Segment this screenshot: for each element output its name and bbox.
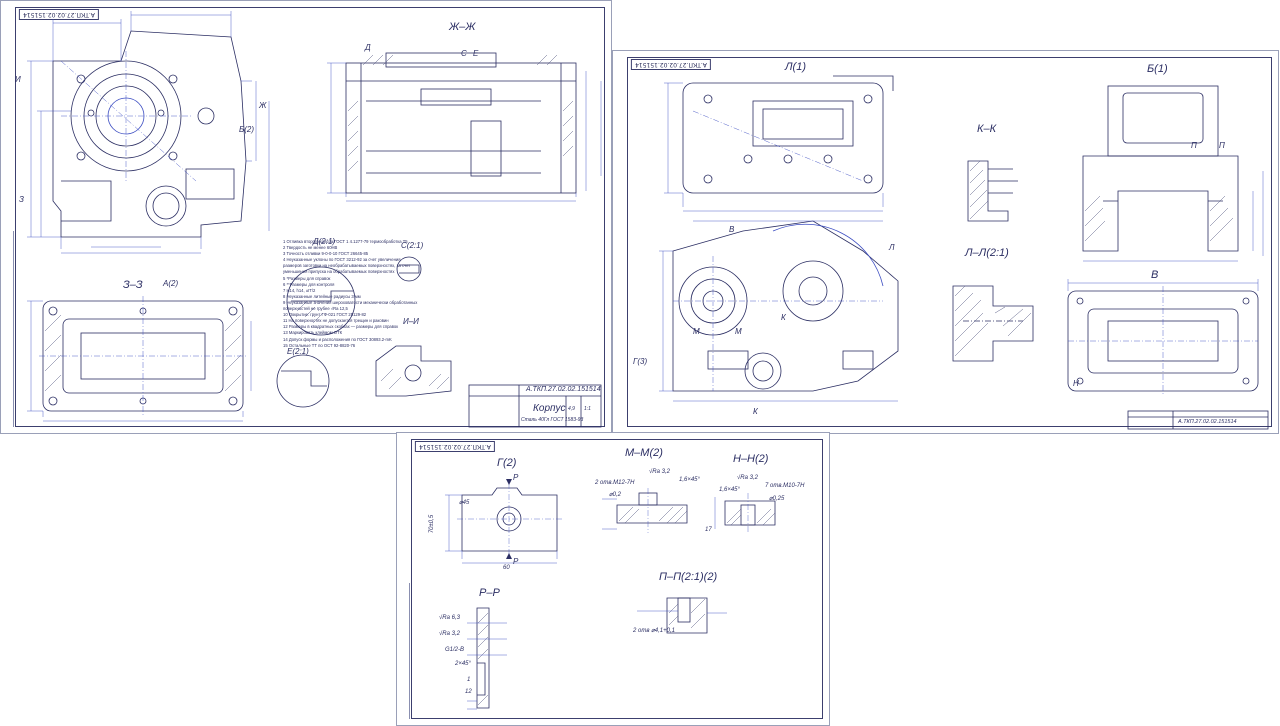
dim-pp-1: 1 (467, 677, 471, 683)
dim-pp-roughness-2: √Ra 3,2 (439, 631, 460, 637)
title-block-scale: 1:1 (584, 406, 591, 412)
sheet-2-geometry (659, 75, 1269, 430)
section-mark-m1: М (693, 327, 700, 336)
view-label-g3: Г(3) (633, 357, 648, 366)
dim-mm-chamfer: 1,6×45° (679, 477, 700, 483)
view-label-d: Д(2:1) (313, 237, 336, 246)
technical-note-line: 8 Неуказанные литейные радиусы 3 мм (283, 293, 361, 299)
dim-nn-holes: 7 отв.М10-7Н (765, 483, 805, 489)
sheet-2-frame (627, 57, 1272, 427)
section-mark-i: И (15, 75, 21, 84)
view-label-b-ref: Б(2) (239, 125, 254, 134)
dim-g2-width: 60 (503, 565, 510, 571)
technical-note-line: 6 **Размеры для контроля (283, 281, 335, 287)
section-mark-r2: Р (513, 557, 519, 566)
technical-note-line: 4 Неуказанные уклоны по ГОСТ 3212-92 за … (283, 257, 401, 263)
sheet-1-side-strip (3, 231, 14, 427)
sheet-1-geometry (27, 11, 602, 428)
section-mark-v: В (729, 225, 735, 234)
technical-note-line: 10 Покрытие: грунт ГФ-021 ГОСТ 25129-82 (283, 312, 367, 318)
view-label-mm: М–М(2) (625, 447, 663, 459)
view-label-l1: Л(1) (785, 61, 806, 73)
dim-g2-height: 70±0,5 (429, 514, 436, 534)
dim-pp-thread: G1/2-B (445, 647, 465, 653)
dim-mm-holes: 2 отв.М12-7Н (595, 480, 635, 486)
dim-nn-17: 17 (705, 527, 712, 533)
title-block-material: Сталь 40Гл ГОСТ 1583-93 (521, 417, 584, 423)
sheet-3-side-strip (399, 583, 410, 719)
section-mark-l: Л (889, 243, 895, 252)
view-label-z: З–З (123, 279, 143, 291)
dim-mm-tolerance: ⌀0,2 (609, 492, 621, 498)
section-mark-m2: М (735, 327, 742, 336)
dim-nn-chamfer: 1,6×45° (719, 487, 740, 493)
view-label-nn: Н–Н(2) (733, 453, 769, 465)
technical-note-line: 11 На поверхностях не допускается трещин… (283, 318, 389, 324)
section-mark-n: Н (1073, 379, 1079, 388)
technical-note-line: 1 Отливка второго класса ГОСТ 1 4.1277-7… (283, 239, 408, 244)
technical-note-line: 2 Твердость не менее 60НВ (283, 245, 338, 251)
section-mark-z: З (19, 195, 24, 204)
title-block-part-name: Корпус (533, 403, 566, 414)
section-mark-s: С (461, 49, 467, 58)
section-mark-p2: П (1219, 141, 1225, 150)
view-label-pp: Р–Р (479, 587, 500, 599)
view-label-b1: Б(1) (1147, 63, 1168, 75)
technical-note-line: 15 Остальные ТТ по ОСТ 92-8820-76 (283, 342, 356, 348)
technical-note-line: 3 Точность отливки 9-0-0-10 ГОСТ 26645-8… (283, 251, 369, 257)
technical-note-line: 9 Неуказанные значения шероховатости мех… (283, 299, 418, 305)
section-mark-d: Д (365, 43, 371, 52)
dim-nn-tolerance: ⌀0,25 (769, 496, 785, 502)
dim-pp-chamfer: 2×45° (455, 661, 471, 667)
technical-note-line: 7 Н14, h14, ±IT/2 (283, 287, 316, 293)
sheet-2-title-code: А.ТКП.27.02.02.151514 (1178, 419, 1237, 425)
view-label-pp2: П–П(2:1)(2) (659, 571, 718, 583)
view-label-zh: Ж–Ж (449, 21, 476, 33)
sheet-3-frame (411, 439, 823, 719)
view-label-g2: Г(2) (497, 457, 517, 469)
technical-note-line: 12 Размеры в квадратных скобках — размер… (283, 324, 399, 330)
section-mark-r1: Р (513, 473, 519, 482)
dim-pp-roughness-1: √Ra 6,3 (439, 615, 460, 621)
section-mark-k1: К (781, 313, 786, 322)
sheet-3: А.ТКП.27.02.02.151514 (396, 432, 830, 726)
sheet-1: А.ТКП.27.02.02.151514 (0, 0, 612, 434)
section-mark-p1: П (1191, 141, 1197, 150)
dim-g2-diameter: ⌀45 (459, 500, 470, 506)
technical-note-line: 5 *Размеры для справок (283, 275, 331, 281)
technical-note-line: 14 Допуск формы и расположения по ГОСТ 3… (283, 336, 392, 342)
title-block-mass: 4,9 (568, 406, 575, 412)
sheet-3-geometry (445, 479, 776, 710)
view-label-e: Е(2:1) (287, 347, 309, 356)
dim-mm-roughness: √Ra 3,2 (649, 469, 670, 475)
technical-notes: 1 Отливка второго класса ГОСТ 1 4.1277-7… (283, 239, 443, 349)
technical-note-line: поверхностей не грубее √Ra 12,5 (283, 306, 348, 312)
section-mark-k2: К (753, 407, 758, 416)
technical-note-line: уменьшения припуска на обрабатываемых по… (283, 269, 395, 275)
dim-nn-roughness: √Ra 3,2 (737, 475, 758, 481)
title-block-code: А.ТКП.27.02.02.151514 (526, 386, 601, 393)
view-label-v: В (1151, 269, 1159, 281)
technical-note-line: размеров заготовки на необрабатываемых п… (283, 263, 411, 269)
view-label-ll: Л–Л(2:1) (965, 247, 1009, 259)
view-label-s: С(2:1) (401, 241, 424, 250)
view-label-ii: И–И (403, 317, 419, 326)
section-mark-e: Е (473, 49, 479, 58)
view-label-kk: К–К (977, 123, 997, 135)
sheet-1-frame (15, 7, 605, 427)
dim-pp-12: 12 (465, 689, 472, 695)
technical-note-line: 13 Маркировать клеймом ОТК (283, 330, 343, 336)
section-mark-zh: Ж (259, 101, 267, 110)
dim-pp2-holes: 2 отв ⌀4,1+0,1 (633, 628, 675, 634)
sheet-2: А.ТКП.27.02.02.151514 (612, 50, 1279, 434)
view-label-a-ref: А(2) (163, 279, 179, 288)
